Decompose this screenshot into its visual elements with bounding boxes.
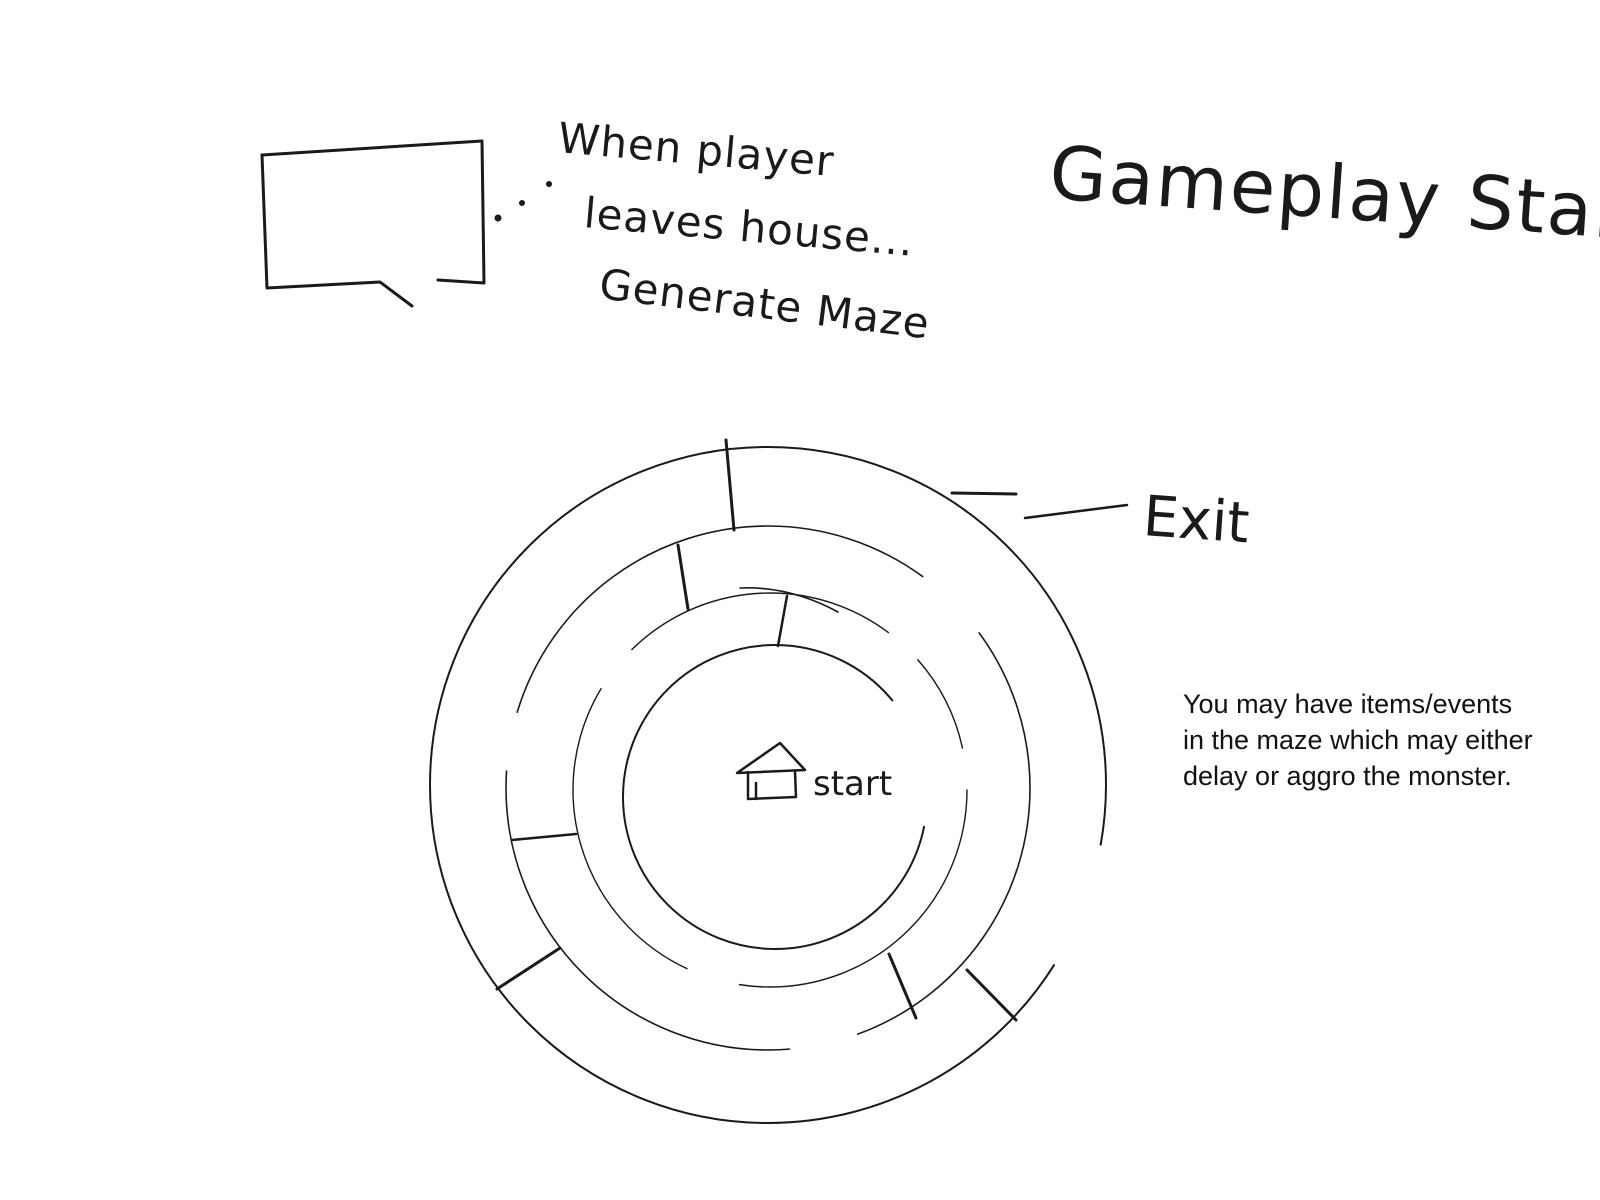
maze-wall-top (724, 438, 736, 532)
maze-wall-lower-left (495, 946, 562, 991)
maze-wall-top-inner (776, 594, 789, 648)
maze-ring-3 (572, 592, 968, 988)
note-line-1: You may have items/events (1183, 689, 1513, 719)
maze-ring-2 (505, 525, 1031, 1051)
note-line-3: delay or aggro the monster. (1183, 761, 1512, 791)
exit-pointer (1023, 503, 1129, 520)
page-title: Gameplay Start! (1047, 130, 1600, 261)
dialogue-line-3: Generate Maze (597, 259, 933, 348)
circular-maze (429, 438, 1107, 1124)
dialogue-line-2: leaves house... (582, 188, 916, 266)
maze-ring-inner (622, 644, 928, 950)
ellipsis-dots (494, 181, 552, 222)
maze-wall-top-inner-arc (739, 587, 839, 613)
dialogue-line-1: When player (556, 113, 836, 186)
maze-wall-lower-right-2 (965, 968, 1018, 1022)
exit-label: Exit (1141, 484, 1251, 556)
maze-ring-outer (429, 446, 1107, 1124)
maze-wall-lower-right-1 (887, 952, 918, 1020)
maze-wall-upper-left (676, 543, 690, 611)
maze-wall-left (510, 832, 578, 842)
house-icon (735, 741, 807, 801)
note-text: You may have items/events in the maze wh… (1183, 686, 1600, 794)
maze-exit-wall (950, 491, 1018, 496)
speech-bubble (260, 139, 486, 308)
start-label: start (813, 764, 892, 804)
note-line-2: in the maze which may either (1183, 725, 1533, 755)
